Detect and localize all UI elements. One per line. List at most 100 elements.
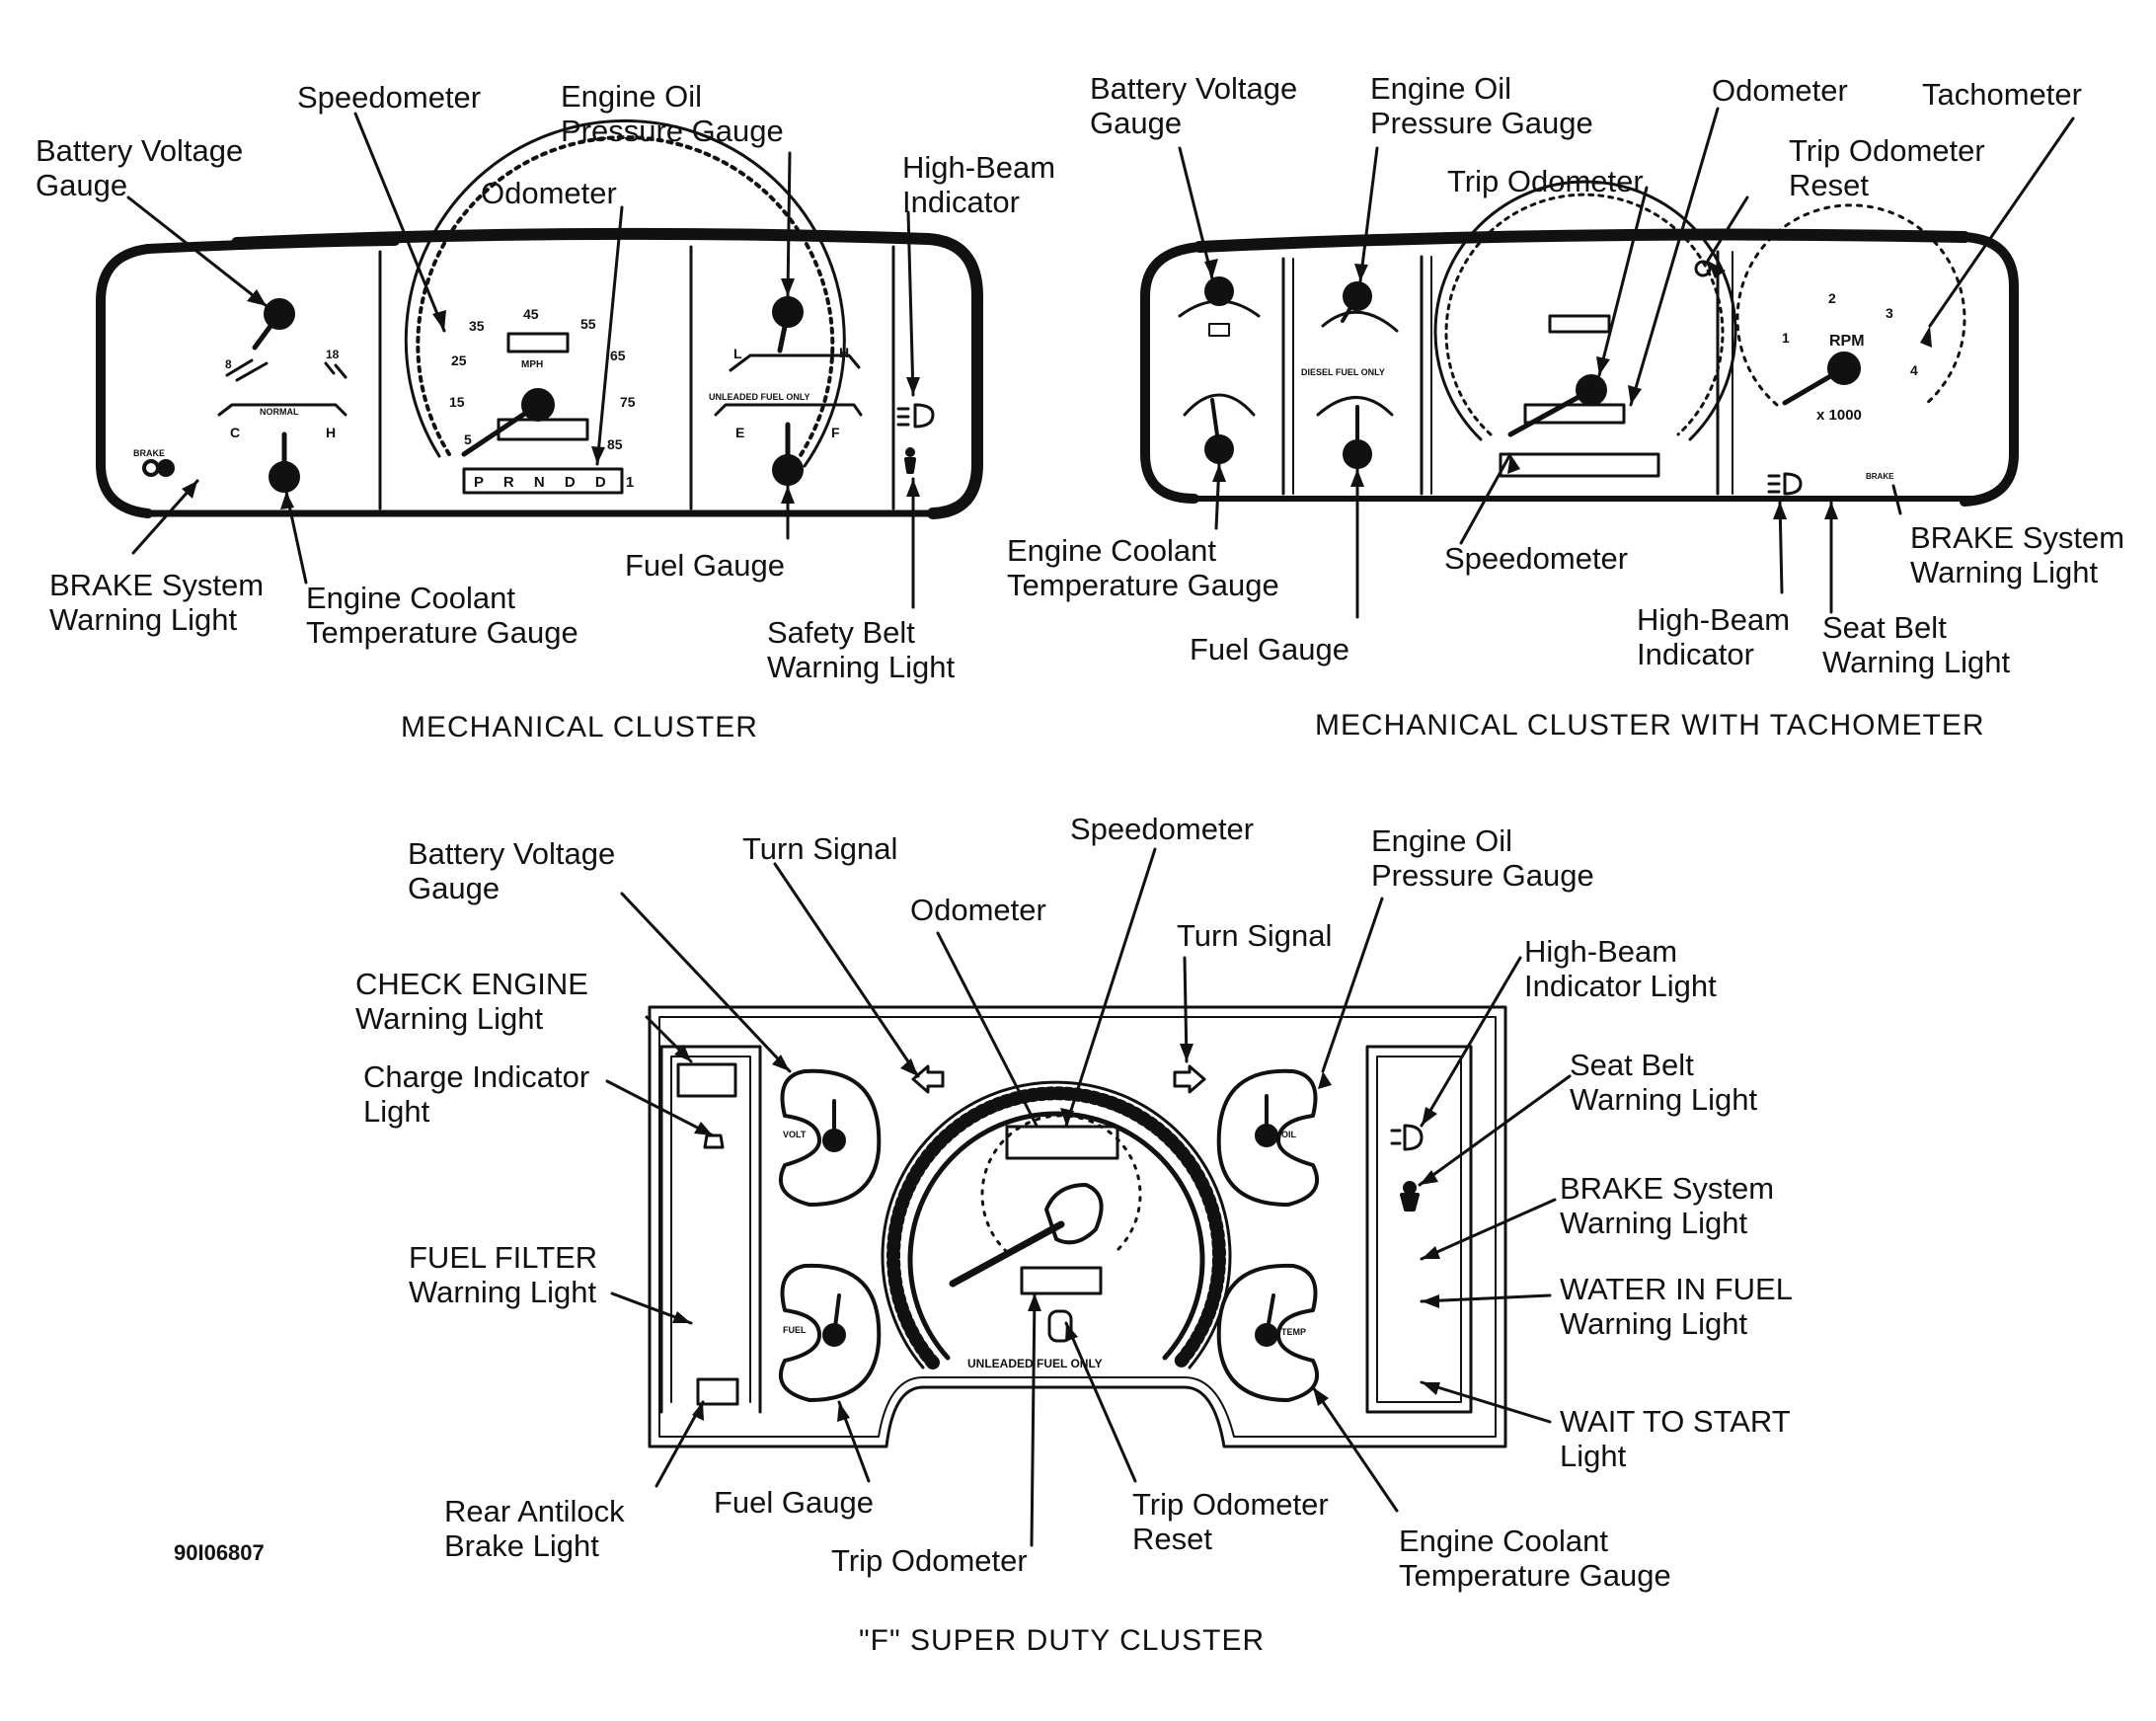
- label-tach-speedometer: Speedometer: [1444, 541, 1629, 576]
- tach-fuel-gauge: [1316, 396, 1394, 469]
- label-sd-odometer: Odometer: [910, 893, 1046, 927]
- tach-battery-gauge: [1178, 276, 1261, 337]
- tach-tachometer: [1735, 203, 1966, 407]
- superduty-highbeam-icon: [1390, 1124, 1424, 1151]
- tach-diesel: DIESEL FUEL ONLY: [1301, 367, 1385, 377]
- mechanical-seatbelt-icon: [904, 447, 916, 474]
- superduty-seatbelt-icon: [1400, 1181, 1420, 1212]
- mechanical-cluster-bezel: [96, 227, 983, 519]
- sd-oil: OIL: [1281, 1130, 1297, 1139]
- label-tach-odometer: Odometer: [1712, 73, 1848, 108]
- label-sd-trip: Trip Odometer: [831, 1543, 1028, 1578]
- label-tach-fuel: Fuel Gauge: [1190, 632, 1349, 666]
- mech-fuel-f: F: [831, 425, 840, 440]
- mech-unleaded: UNLEADED FUEL ONLY: [709, 392, 810, 402]
- sd-unleaded: UNLEADED FUEL ONLY: [967, 1357, 1103, 1370]
- label-tach-tachometer: Tachometer: [1922, 77, 2082, 112]
- dial-text: 45 55 35 25 15 5 65 75 85 MPH P R N D D …: [133, 290, 1918, 1370]
- superduty-turn-arrows: [911, 1064, 1206, 1094]
- mech-oil-h: H: [839, 345, 849, 360]
- sd-temp: TEMP: [1281, 1327, 1306, 1337]
- mechanical-oil-gauge: [729, 296, 861, 372]
- mechanical-coolant-gauge: [217, 403, 347, 493]
- mech-batt-high: 18: [326, 348, 340, 361]
- label-tach-trip: Trip Odometer: [1447, 164, 1644, 198]
- mech-speed-65: 65: [610, 348, 626, 363]
- superduty-volt-gauge: [779, 1068, 882, 1207]
- sd-volt: VOLT: [783, 1130, 807, 1139]
- mech-gear-indicator: P R N D D 1: [474, 474, 642, 491]
- mech-speed-55: 55: [580, 316, 596, 332]
- label-mech-odometer: Odometer: [481, 176, 617, 210]
- superduty-fuel-gauge: [779, 1263, 882, 1402]
- leader-arrowheads: [182, 259, 1932, 1422]
- label-sd-fuel: Fuel Gauge: [714, 1485, 874, 1520]
- mech-normal: NORMAL: [260, 407, 299, 417]
- superduty-cluster-bezel: [648, 1005, 1507, 1448]
- tach-brake-text: BRAKE: [1866, 472, 1894, 481]
- caption-mechanical: MECHANICAL CLUSTER: [401, 711, 758, 743]
- tach-cluster-bezel: [1140, 228, 2019, 507]
- tach-oil-gauge: [1321, 281, 1399, 333]
- tach-x1000: x 1000: [1816, 407, 1862, 424]
- mech-coolant-h: H: [326, 425, 336, 440]
- mech-batt-low: 8: [225, 357, 232, 371]
- leader-lines: [126, 107, 2075, 1547]
- mech-speed-25: 25: [451, 352, 467, 368]
- superduty-oil-gauge: [1216, 1068, 1319, 1207]
- label-sd-speedometer: Speedometer: [1070, 812, 1255, 846]
- figure-number: 90I06807: [174, 1540, 265, 1565]
- mech-brake-text: BRAKE: [133, 448, 165, 458]
- mech-speed-85: 85: [607, 436, 623, 452]
- tach-speedometer: [1433, 180, 1737, 478]
- tach-rpm: RPM: [1829, 333, 1865, 350]
- mech-mph: MPH: [521, 359, 543, 370]
- mech-speed-45: 45: [523, 306, 539, 322]
- tach-highbeam-icon: [1767, 472, 1803, 496]
- mechanical-battery-gauge: [225, 298, 347, 382]
- mechanical-speedometer: [404, 119, 846, 495]
- mech-speed-15: 15: [449, 394, 465, 410]
- tach-rpm-2: 2: [1828, 290, 1836, 306]
- mechanical-brake-light: [142, 459, 175, 477]
- mech-speed-35: 35: [469, 318, 485, 334]
- mechanical-fuel-gauge: [714, 403, 863, 486]
- mechanical-highbeam-icon: [896, 403, 935, 429]
- tach-rpm-1: 1: [1782, 330, 1790, 346]
- label-mech-fuel: Fuel Gauge: [625, 548, 785, 583]
- mech-fuel-e: E: [735, 425, 744, 440]
- sd-fuel: FUEL: [783, 1325, 807, 1335]
- label-mech-speedometer: Speedometer: [297, 80, 482, 115]
- tach-trip-reset-knob: [1694, 260, 1712, 277]
- label-sd-turn2: Turn Signal: [1177, 918, 1333, 953]
- mech-speed-75: 75: [620, 394, 636, 410]
- label-sd-turn1: Turn Signal: [742, 831, 898, 866]
- mech-coolant-c: C: [230, 425, 240, 440]
- mech-speed-5: 5: [464, 431, 472, 447]
